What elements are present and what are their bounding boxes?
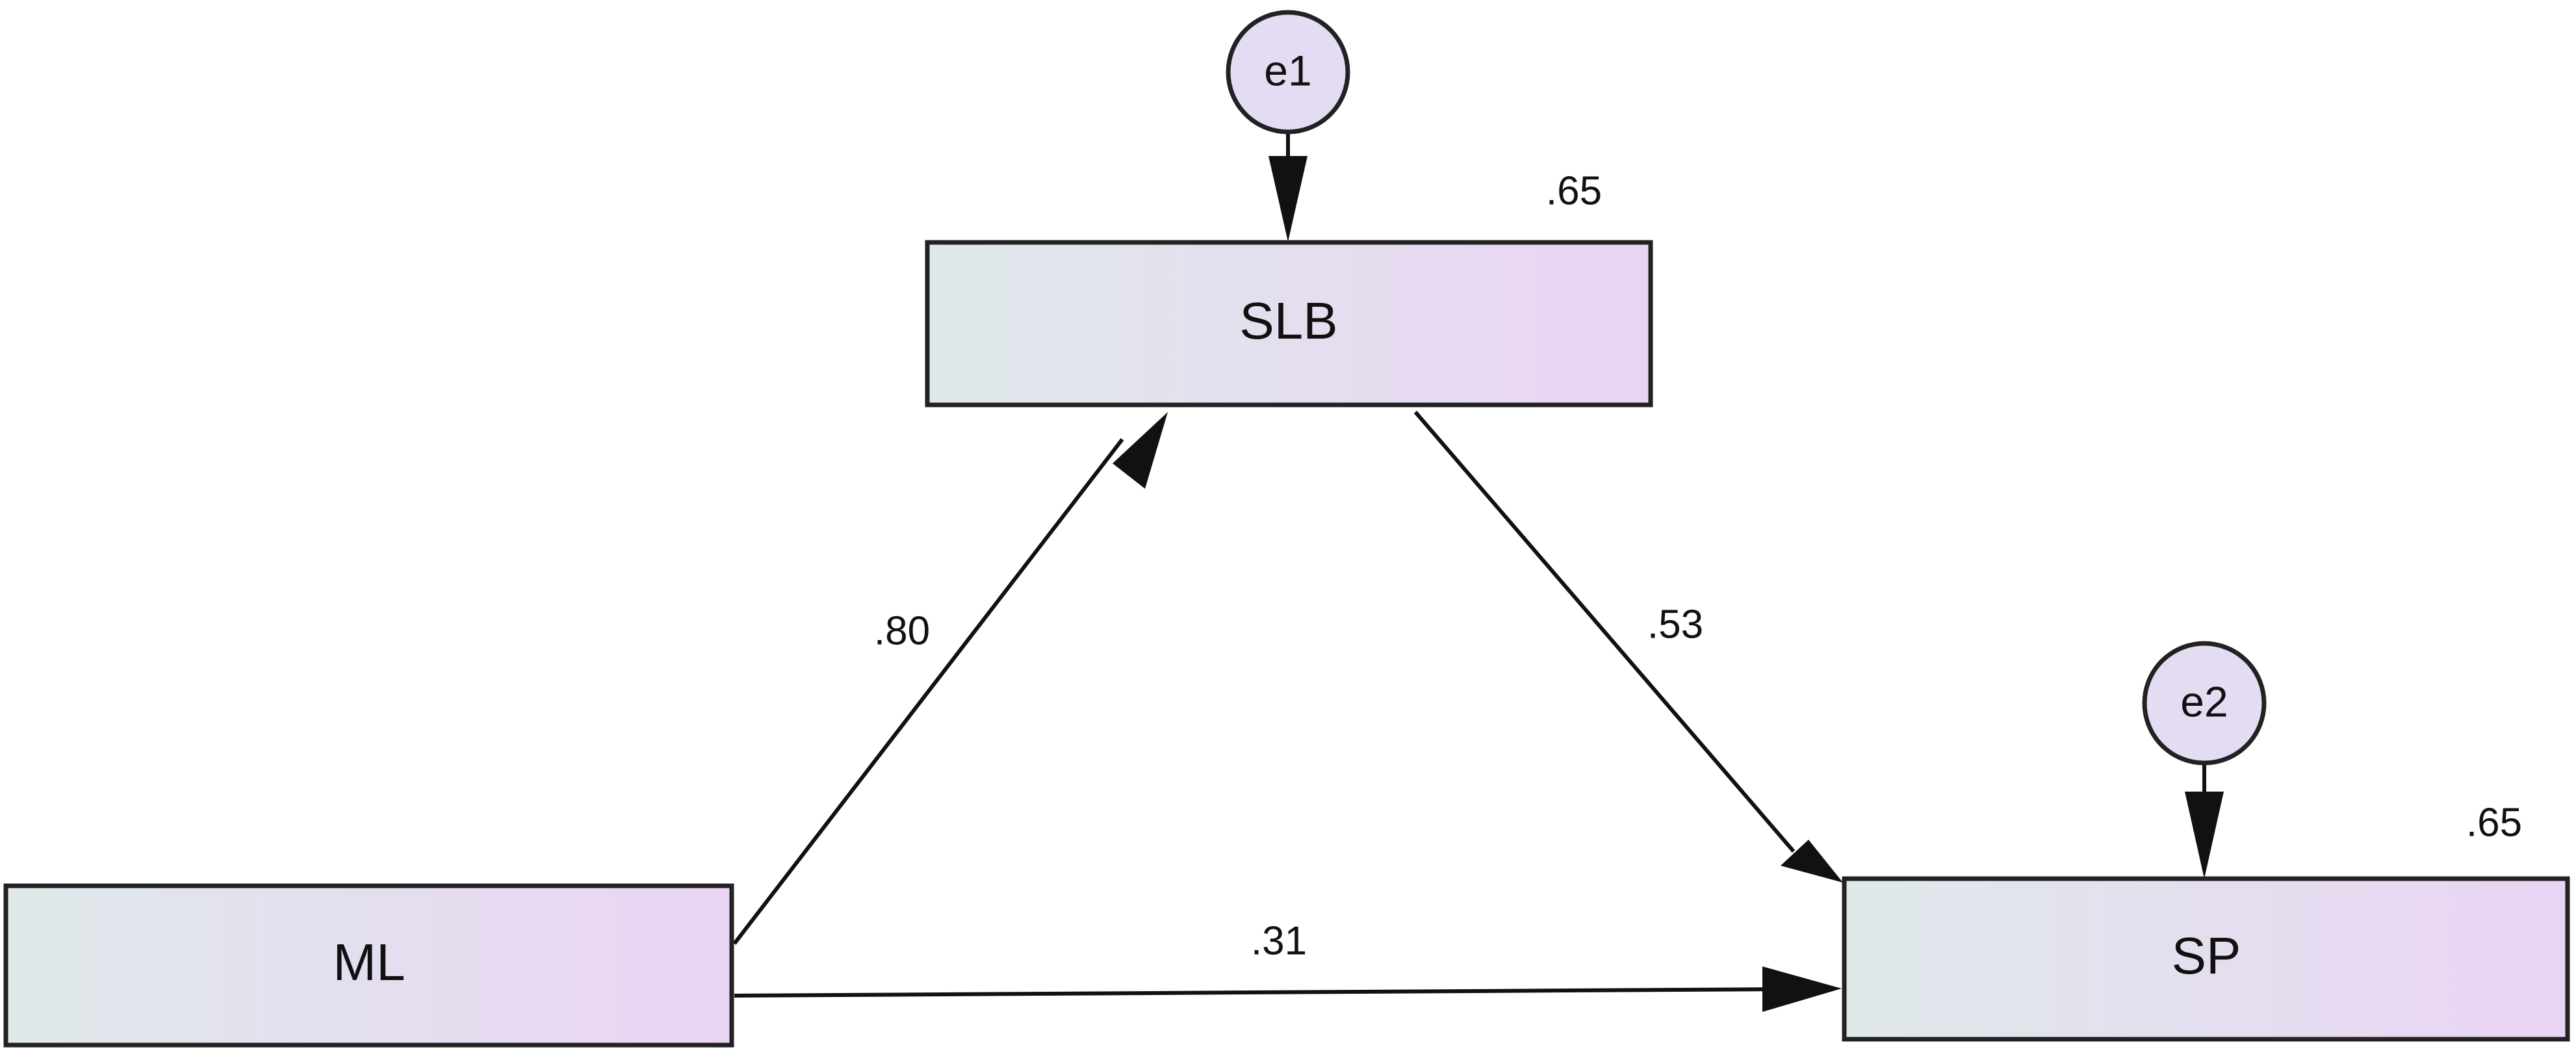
path-slb-to-sp	[1413, 411, 1796, 853]
arrowhead-slb-to-sp	[1781, 840, 1843, 883]
node-slb-box	[925, 240, 1653, 407]
node-sp: SP	[1842, 876, 2570, 1042]
path-ml-to-sp	[734, 987, 1781, 998]
error-e2-label: e2	[2180, 677, 2228, 725]
node-slb: SLB	[925, 240, 1653, 407]
node-sp-label: SP	[2172, 927, 2241, 985]
arrowhead-ml-to-slb	[1113, 412, 1168, 489]
error-e1-label: e1	[1264, 46, 1311, 94]
coef-ml-slb-label: .80	[874, 608, 930, 653]
path-arrows	[732, 120, 2224, 1012]
r2-sp-label: .65	[2466, 800, 2522, 845]
node-sp-box	[1842, 876, 2570, 1042]
coef-ml-sp-label: .31	[1251, 918, 1307, 963]
coef-slb-sp-label: .53	[1647, 602, 1703, 647]
node-ml-label: ML	[333, 933, 405, 991]
error-e1-circle	[1226, 10, 1350, 135]
r2-slb-label: .65	[1546, 168, 1602, 213]
node-ml: ML	[3, 883, 734, 1048]
error-e2: e2	[2142, 641, 2267, 766]
arrowhead-e1-to-slb	[1269, 156, 1307, 242]
arrowhead-ml-to-sp	[1762, 966, 1842, 1012]
path-ml-to-slb	[732, 438, 1124, 945]
node-ml-box	[3, 883, 734, 1048]
error-e1: e1	[1226, 10, 1350, 135]
error-e2-circle	[2142, 641, 2267, 766]
node-slb-label: SLB	[1239, 292, 1337, 350]
arrowhead-e2-to-sp	[2185, 792, 2224, 879]
